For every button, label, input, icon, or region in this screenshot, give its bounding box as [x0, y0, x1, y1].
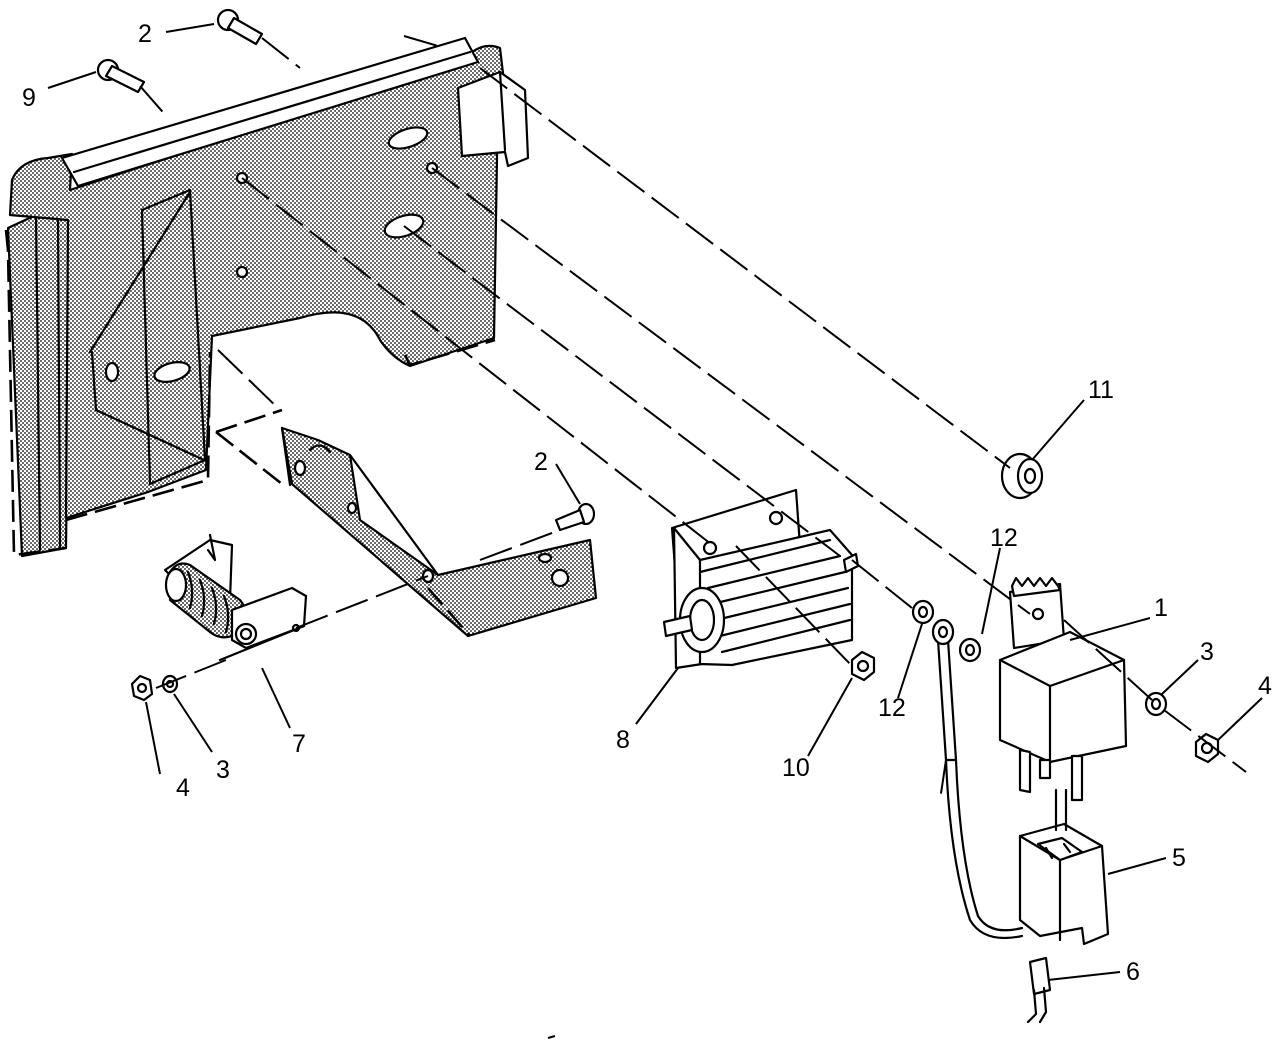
relay [998, 576, 1128, 802]
callout-9: 9 [22, 84, 36, 112]
resistor-heatsink [662, 488, 860, 670]
screw-2-top [216, 8, 264, 46]
mounting-plate [4, 36, 530, 558]
callout-12-upper: 12 [990, 524, 1018, 552]
leader-lines [47, 23, 1263, 981]
callout-2-mid: 2 [534, 448, 548, 476]
explode-lines [139, 35, 1247, 1039]
callout-8: 8 [616, 726, 630, 754]
solenoid [163, 533, 308, 662]
callout-11: 11 [1088, 376, 1114, 404]
callout-2-top: 2 [138, 20, 152, 48]
callout-10: 10 [782, 754, 810, 782]
callout-4-right: 4 [1258, 672, 1272, 700]
relay-socket [1018, 788, 1110, 946]
screw-9 [96, 58, 146, 94]
washer-12a [911, 599, 935, 625]
callout-6: 6 [1126, 958, 1140, 986]
callout-labels: 2 9 11 2 12 1 3 4 8 10 12 7 3 4 5 6 [22, 20, 1272, 986]
screw-2-mid [554, 502, 596, 532]
callout-3-right: 3 [1200, 638, 1214, 666]
grommet [1000, 452, 1044, 500]
callout-12-lower: 12 [878, 694, 906, 722]
ground-wire [931, 618, 1024, 940]
nut-10 [850, 650, 876, 682]
callout-1: 1 [1154, 594, 1168, 622]
nut-4b [130, 674, 154, 702]
terminal-clip [1026, 956, 1052, 1024]
callout-3-left: 3 [216, 756, 230, 784]
callout-4-left: 4 [176, 774, 190, 802]
washer-12b [958, 637, 982, 663]
callout-5: 5 [1172, 844, 1186, 872]
callout-7: 7 [292, 730, 306, 758]
